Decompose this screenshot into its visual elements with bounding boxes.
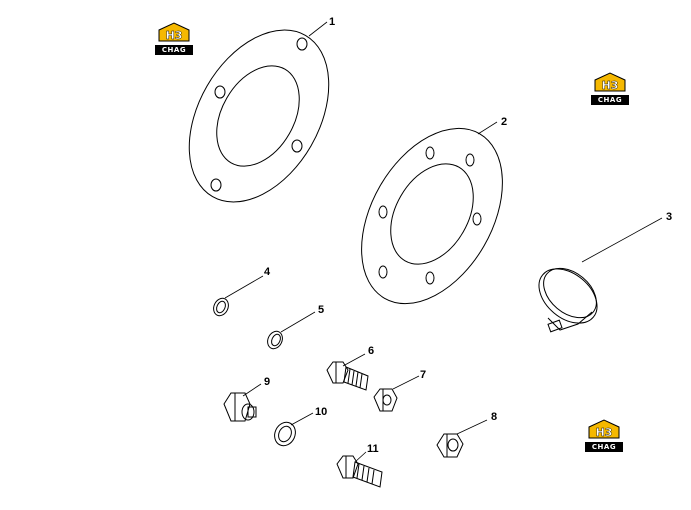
callout-8: 8	[491, 411, 498, 423]
bolt-6	[326, 361, 369, 391]
gasket-1	[188, 29, 330, 203]
plug-screw-9	[223, 392, 257, 422]
hose-clamp	[538, 267, 598, 333]
bolt-11	[336, 455, 383, 488]
leader-lines	[224, 21, 663, 463]
svg-text:H3: H3	[602, 79, 619, 92]
callout-7: 7	[420, 369, 427, 381]
brand-logo-icon: H3 CHAG	[585, 419, 623, 453]
brand-logo-icon: H3 CHAG	[155, 22, 193, 56]
callout-10: 10	[315, 406, 328, 418]
brand-logo-icon: H3 CHAG	[591, 72, 629, 106]
washer-5	[267, 330, 283, 350]
callout-11: 11	[367, 443, 379, 455]
callout-5: 5	[318, 304, 325, 316]
nut-7	[373, 388, 398, 412]
nut-8	[436, 433, 464, 458]
callout-6: 6	[368, 345, 375, 357]
callout-3: 3	[666, 211, 673, 223]
callout-2: 2	[501, 116, 508, 128]
washer-4	[213, 297, 229, 317]
svg-text:H3: H3	[596, 426, 613, 439]
gasket-2	[361, 127, 503, 305]
svg-text:H3: H3	[166, 29, 183, 42]
callout-1: 1	[329, 16, 336, 28]
seal-ring-10	[274, 421, 296, 447]
callout-9: 9	[264, 376, 271, 388]
callout-4: 4	[264, 266, 271, 278]
